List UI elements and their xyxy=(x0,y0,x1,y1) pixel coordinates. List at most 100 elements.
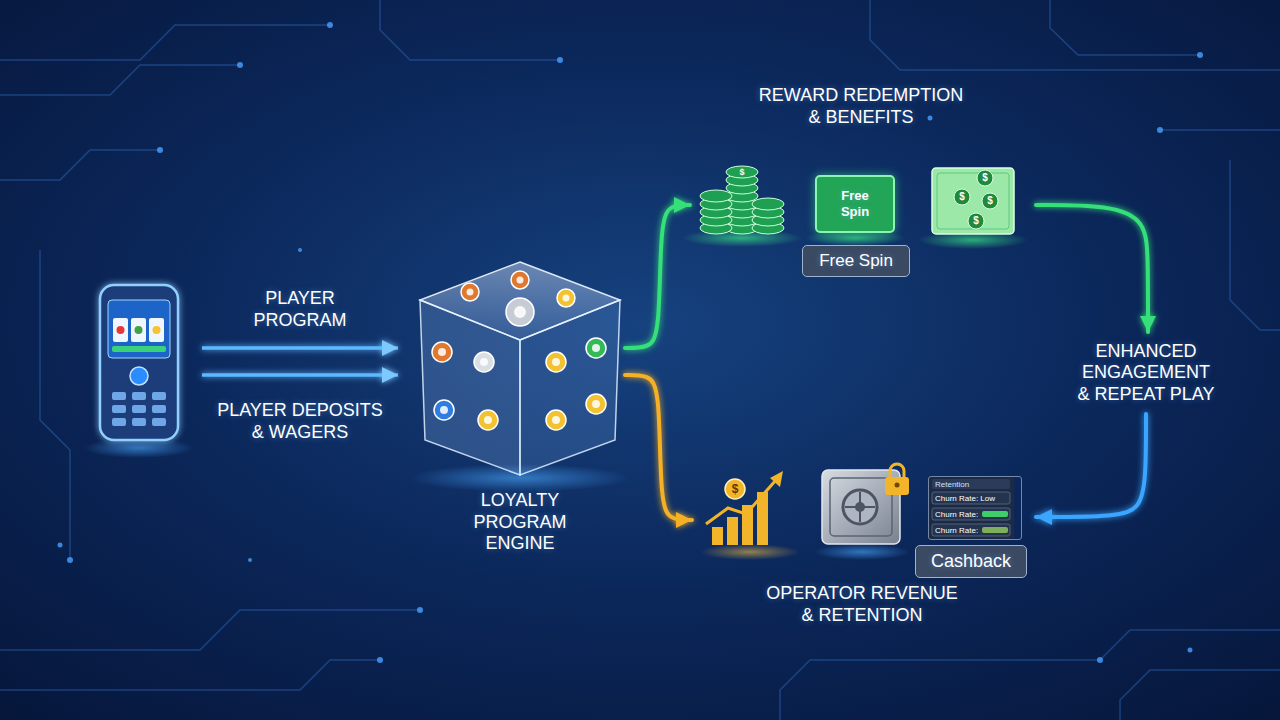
reward-pill: Free Spin xyxy=(802,245,910,277)
phone-icon xyxy=(100,285,178,440)
phone-icon xyxy=(112,405,126,413)
loyalty-cube xyxy=(517,277,524,284)
cash-ticket xyxy=(937,173,1009,229)
phone-icon xyxy=(132,405,146,413)
circuit-lines xyxy=(1160,129,1280,131)
vault-icon xyxy=(855,502,865,512)
flow-connector xyxy=(625,205,690,348)
loyalty-cube xyxy=(438,348,446,356)
currency-symbol: $ xyxy=(735,165,749,179)
phone-icon xyxy=(84,285,194,458)
loyalty-cube xyxy=(546,410,566,430)
phone-icon xyxy=(132,418,146,426)
phone-icon xyxy=(149,318,164,342)
cash-ticket xyxy=(932,168,1014,234)
loyalty-cube xyxy=(467,289,474,296)
loyalty-cube xyxy=(592,344,600,352)
panel-row: Churn Rate: Low xyxy=(935,493,1009,505)
phone-icon xyxy=(108,300,170,358)
node-label: LOYALTY PROGRAM ENGINE xyxy=(460,490,580,555)
circuit-dots xyxy=(67,557,73,563)
loyalty-cube xyxy=(563,295,570,302)
circuit-lines xyxy=(0,150,160,180)
cash-ticket xyxy=(982,193,998,209)
circuit-dots xyxy=(248,558,252,562)
engine-cube: LOYALTY PROGRAM ENGINE xyxy=(415,258,625,563)
loyalty-cube xyxy=(514,306,526,318)
node-label: Free Spin xyxy=(833,188,877,219)
label-anchor: $ xyxy=(969,214,983,228)
vault-icon xyxy=(895,483,900,488)
circuit-dots xyxy=(1157,127,1163,133)
circuit-dots xyxy=(58,543,63,548)
circuit-dots xyxy=(417,607,423,613)
loyalty-cube xyxy=(440,406,448,414)
loyalty-cube xyxy=(474,352,494,372)
circuit-dots xyxy=(928,116,933,121)
dashboard-panel: RetentionChurn Rate: LowChurn Rate:Churn… xyxy=(928,476,1022,540)
circuit-lines xyxy=(780,630,1280,720)
circuit-lines xyxy=(0,660,380,690)
growth-chart xyxy=(770,471,783,487)
vault-icon xyxy=(885,477,909,495)
connectors xyxy=(625,205,1148,520)
phone-icon xyxy=(152,418,166,426)
vault-icon xyxy=(890,464,904,478)
currency-symbol: $ xyxy=(728,482,742,496)
label-anchor: $ xyxy=(983,194,997,208)
label-anchor: $ xyxy=(728,482,742,496)
circuit-dots xyxy=(1197,52,1203,58)
circuit-lines xyxy=(870,0,1280,70)
currency-symbol: $ xyxy=(969,214,983,228)
cash-ticket xyxy=(968,213,984,229)
loyalty-cube xyxy=(557,289,575,307)
label-anchor: PLAYER PROGRAM xyxy=(245,288,355,331)
circuit-dots xyxy=(157,147,163,153)
node-label: ENHANCED ENGAGEMENT & REPEAT PLAY xyxy=(1075,341,1218,406)
vault-icon xyxy=(843,490,877,524)
cash-ticket xyxy=(932,168,1014,234)
input-arrows xyxy=(202,348,398,375)
dashboard-panel xyxy=(982,527,1008,533)
loyalty-cube xyxy=(478,410,498,430)
phone-icon xyxy=(132,392,146,400)
cashback-pill: Cashback xyxy=(915,545,1027,578)
growth-chart xyxy=(725,479,745,499)
chip-stacks xyxy=(700,190,732,202)
loyalty-cube xyxy=(506,298,534,326)
operator-icons xyxy=(814,544,910,560)
phone-icon xyxy=(152,405,166,413)
flow-connector xyxy=(1036,414,1146,517)
operator-icons xyxy=(700,544,800,560)
label-anchor: $ xyxy=(735,165,749,179)
circuit-lines xyxy=(0,65,240,95)
currency-symbol: $ xyxy=(983,194,997,208)
phone-icon xyxy=(117,326,125,334)
phone-icon xyxy=(112,418,126,426)
node-label: Free Spin xyxy=(819,251,893,271)
cash-ticket xyxy=(954,189,970,205)
loyalty-cube xyxy=(592,400,600,408)
vault-icon xyxy=(822,464,909,544)
circuit-dots xyxy=(237,62,243,68)
phone-icon xyxy=(153,326,161,334)
circuit-dots xyxy=(1188,648,1193,653)
label-anchor: PLAYER DEPOSITS & WAGERS xyxy=(211,400,389,443)
input-arrows xyxy=(202,346,398,350)
loyalty-cube xyxy=(552,358,560,366)
loyalty-cube xyxy=(484,416,492,424)
growth-chart xyxy=(727,517,738,545)
circuit-dots xyxy=(557,57,563,63)
engagement-box: ENHANCED ENGAGEMENT & REPEAT PLAY xyxy=(1068,336,1224,410)
cash-ticket xyxy=(977,170,993,186)
growth-chart xyxy=(706,480,776,524)
phone-icon xyxy=(112,346,166,352)
loyalty-cube xyxy=(461,283,479,301)
growth-chart xyxy=(706,471,783,545)
phone-icon xyxy=(152,392,166,400)
dashboard-panel xyxy=(932,479,1010,489)
loyalty-cube xyxy=(552,416,560,424)
